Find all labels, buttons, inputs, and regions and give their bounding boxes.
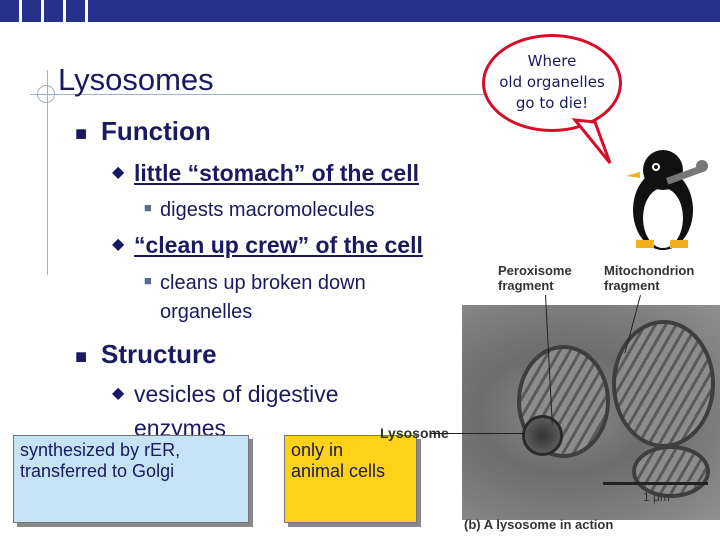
mitochondrion-label-line2: fragment [604,278,660,293]
rer-golgi-line2: transferred to Golgi [20,461,175,481]
diamond-bullet-icon: ◆ [112,385,125,402]
banner-square [66,0,88,22]
rer-golgi-line1: synthesized by rER, [20,440,181,460]
function-point-1: ◆ little “stomach” of the cell [112,160,419,187]
scale-bar [603,482,708,485]
speech-bubble-tail [571,118,612,164]
function-point-2-detail: ■ cleans up broken down [144,272,366,295]
function-heading: Function [101,116,211,146]
function-point-2-text: “clean up crew” of the cell [134,232,423,258]
function-point-1-detail-text: digests macromolecules [160,199,375,221]
function-point-2-detail-line2: organelles [160,301,253,323]
decor-circle [37,85,55,103]
square-bullet-icon: ■ [75,346,88,368]
banner-bar [88,0,720,22]
slide-title: Lysosomes [58,62,214,97]
animal-cells-line2: animal cells [291,461,386,481]
bubble-line3: go to die! [515,94,589,112]
decor-horizontal-line [30,94,490,95]
micrograph-organelle [612,320,715,448]
square-bullet-icon: ■ [75,123,88,145]
bullet-structure: ■ Structure [75,339,217,370]
structure-heading: Structure [101,339,217,369]
lysosome-label: Lysosome [380,425,449,441]
mitochondrion-label: Mitochondrion fragment [604,263,694,293]
lysosome-micrograph [462,305,720,520]
banner-square [0,0,22,22]
function-point-1-text: little “stomach” of the cell [134,160,419,186]
mitochondrion-label-line1: Mitochondrion [604,263,695,278]
lysosome-pointer-line [430,433,525,434]
diamond-bullet-icon: ◆ [112,164,125,181]
top-banner [0,0,720,22]
decor-vertical-line [47,70,48,275]
rer-golgi-box: synthesized by rER, transferred to Golgi [13,435,249,523]
peroxisome-label-line2: fragment [498,278,554,293]
structure-point: ◆ vesicles of digestive [112,381,339,408]
small-square-bullet-icon: ■ [144,273,152,288]
micrograph-lysosome [522,415,563,456]
function-point-2: ◆ “clean up crew” of the cell [112,232,423,259]
animal-cells-box: only in animal cells [284,435,417,523]
small-square-bullet-icon: ■ [144,200,152,215]
scale-label: 1 μm [643,490,670,504]
bullet-function: ■ Function [75,116,211,147]
function-point-1-detail: ■ digests macromolecules [144,199,375,222]
diamond-bullet-icon: ◆ [112,236,125,253]
bubble-line2: old organelles [499,73,605,91]
banner-square [44,0,66,22]
penguin-with-wrench-icon [626,150,708,250]
speech-bubble: Where old organelles go to die! [482,34,622,132]
banner-square [22,0,44,22]
structure-point-line1: vesicles of digestive [134,381,339,407]
micrograph-organelle [632,445,710,498]
micrograph-caption: (b) A lysosome in action [464,517,614,532]
bubble-line1: Where [527,52,577,70]
peroxisome-label: Peroxisome fragment [498,263,572,293]
animal-cells-line1: only in [291,440,344,460]
function-point-2-detail-line1: cleans up broken down [160,272,366,294]
peroxisome-label-line1: Peroxisome [498,263,572,278]
